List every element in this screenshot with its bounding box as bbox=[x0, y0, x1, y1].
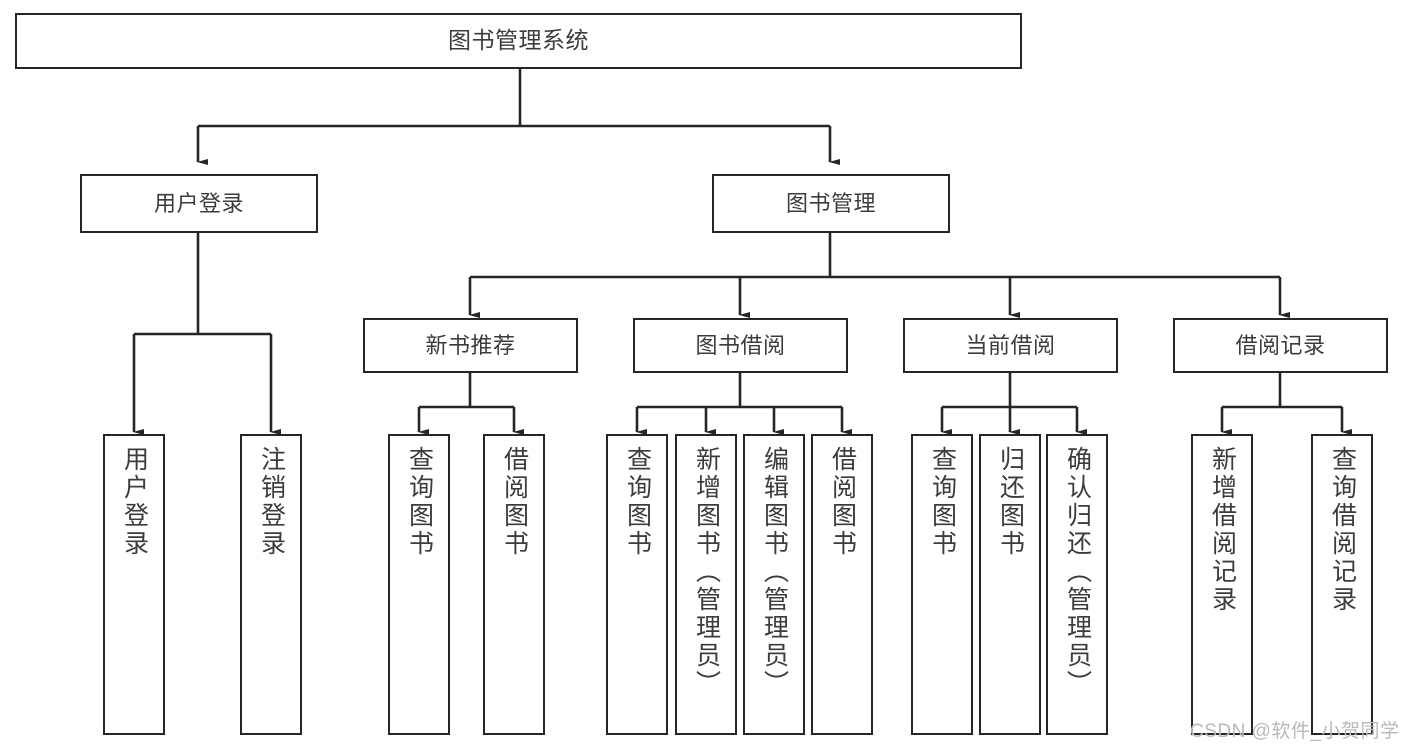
leaf-return-book[interactable]: 归还图书 bbox=[979, 434, 1041, 735]
leaf-edit-book-admin[interactable]: 编辑图书（管理员） bbox=[743, 434, 805, 735]
leaf-logout-label: 注销登录 bbox=[257, 446, 286, 558]
leaf-query-book-borrow[interactable]: 查询图书 bbox=[606, 434, 668, 735]
node-root[interactable]: 图书管理系统 bbox=[15, 13, 1022, 69]
node-borrow-record[interactable]: 借阅记录 bbox=[1173, 318, 1388, 373]
leaf-query-book-recommend-label: 查询图书 bbox=[405, 446, 434, 558]
leaf-add-borrow-record-label: 新增借阅记录 bbox=[1208, 446, 1237, 614]
leaf-query-book-current[interactable]: 查询图书 bbox=[911, 434, 973, 735]
leaf-query-book-current-label: 查询图书 bbox=[928, 446, 957, 558]
leaf-confirm-return-admin-label: 确认归还（管理员） bbox=[1063, 446, 1092, 698]
leaf-borrow-book[interactable]: 借阅图书 bbox=[811, 434, 873, 735]
node-book-borrow[interactable]: 图书借阅 bbox=[633, 318, 848, 373]
node-new-book-recommend[interactable]: 新书推荐 bbox=[363, 318, 578, 373]
node-current-borrow-label: 当前借阅 bbox=[965, 332, 1056, 358]
leaf-logout[interactable]: 注销登录 bbox=[240, 434, 302, 735]
leaf-query-borrow-record-label: 查询借阅记录 bbox=[1328, 446, 1357, 614]
node-book-management[interactable]: 图书管理 bbox=[712, 174, 950, 233]
leaf-borrow-book-label: 借阅图书 bbox=[828, 446, 857, 558]
watermark-text: CSDN @软件_小贺同学 bbox=[1190, 721, 1400, 742]
node-current-borrow[interactable]: 当前借阅 bbox=[903, 318, 1118, 373]
leaf-add-borrow-record[interactable]: 新增借阅记录 bbox=[1191, 434, 1253, 735]
leaf-user-login-label: 用户登录 bbox=[120, 446, 149, 558]
leaf-add-book-admin[interactable]: 新增图书（管理员） bbox=[675, 434, 737, 735]
node-user-login[interactable]: 用户登录 bbox=[80, 174, 318, 233]
leaf-edit-book-admin-label: 编辑图书（管理员） bbox=[760, 446, 789, 698]
leaf-user-login[interactable]: 用户登录 bbox=[103, 434, 165, 735]
node-new-book-recommend-label: 新书推荐 bbox=[425, 332, 516, 358]
leaf-query-borrow-record[interactable]: 查询借阅记录 bbox=[1311, 434, 1373, 735]
node-user-login-label: 用户登录 bbox=[153, 190, 244, 216]
leaf-confirm-return-admin[interactable]: 确认归还（管理员） bbox=[1046, 434, 1108, 735]
node-root-label: 图书管理系统 bbox=[448, 27, 589, 54]
leaf-query-book-recommend[interactable]: 查询图书 bbox=[388, 434, 450, 735]
leaf-borrow-book-recommend-label: 借阅图书 bbox=[500, 446, 529, 558]
leaf-borrow-book-recommend[interactable]: 借阅图书 bbox=[483, 434, 545, 735]
leaf-query-book-borrow-label: 查询图书 bbox=[623, 446, 652, 558]
leaf-return-book-label: 归还图书 bbox=[996, 446, 1025, 558]
node-borrow-record-label: 借阅记录 bbox=[1235, 332, 1326, 358]
leaf-add-book-admin-label: 新增图书（管理员） bbox=[692, 446, 721, 698]
node-book-borrow-label: 图书借阅 bbox=[695, 332, 786, 358]
node-book-management-label: 图书管理 bbox=[785, 190, 876, 216]
